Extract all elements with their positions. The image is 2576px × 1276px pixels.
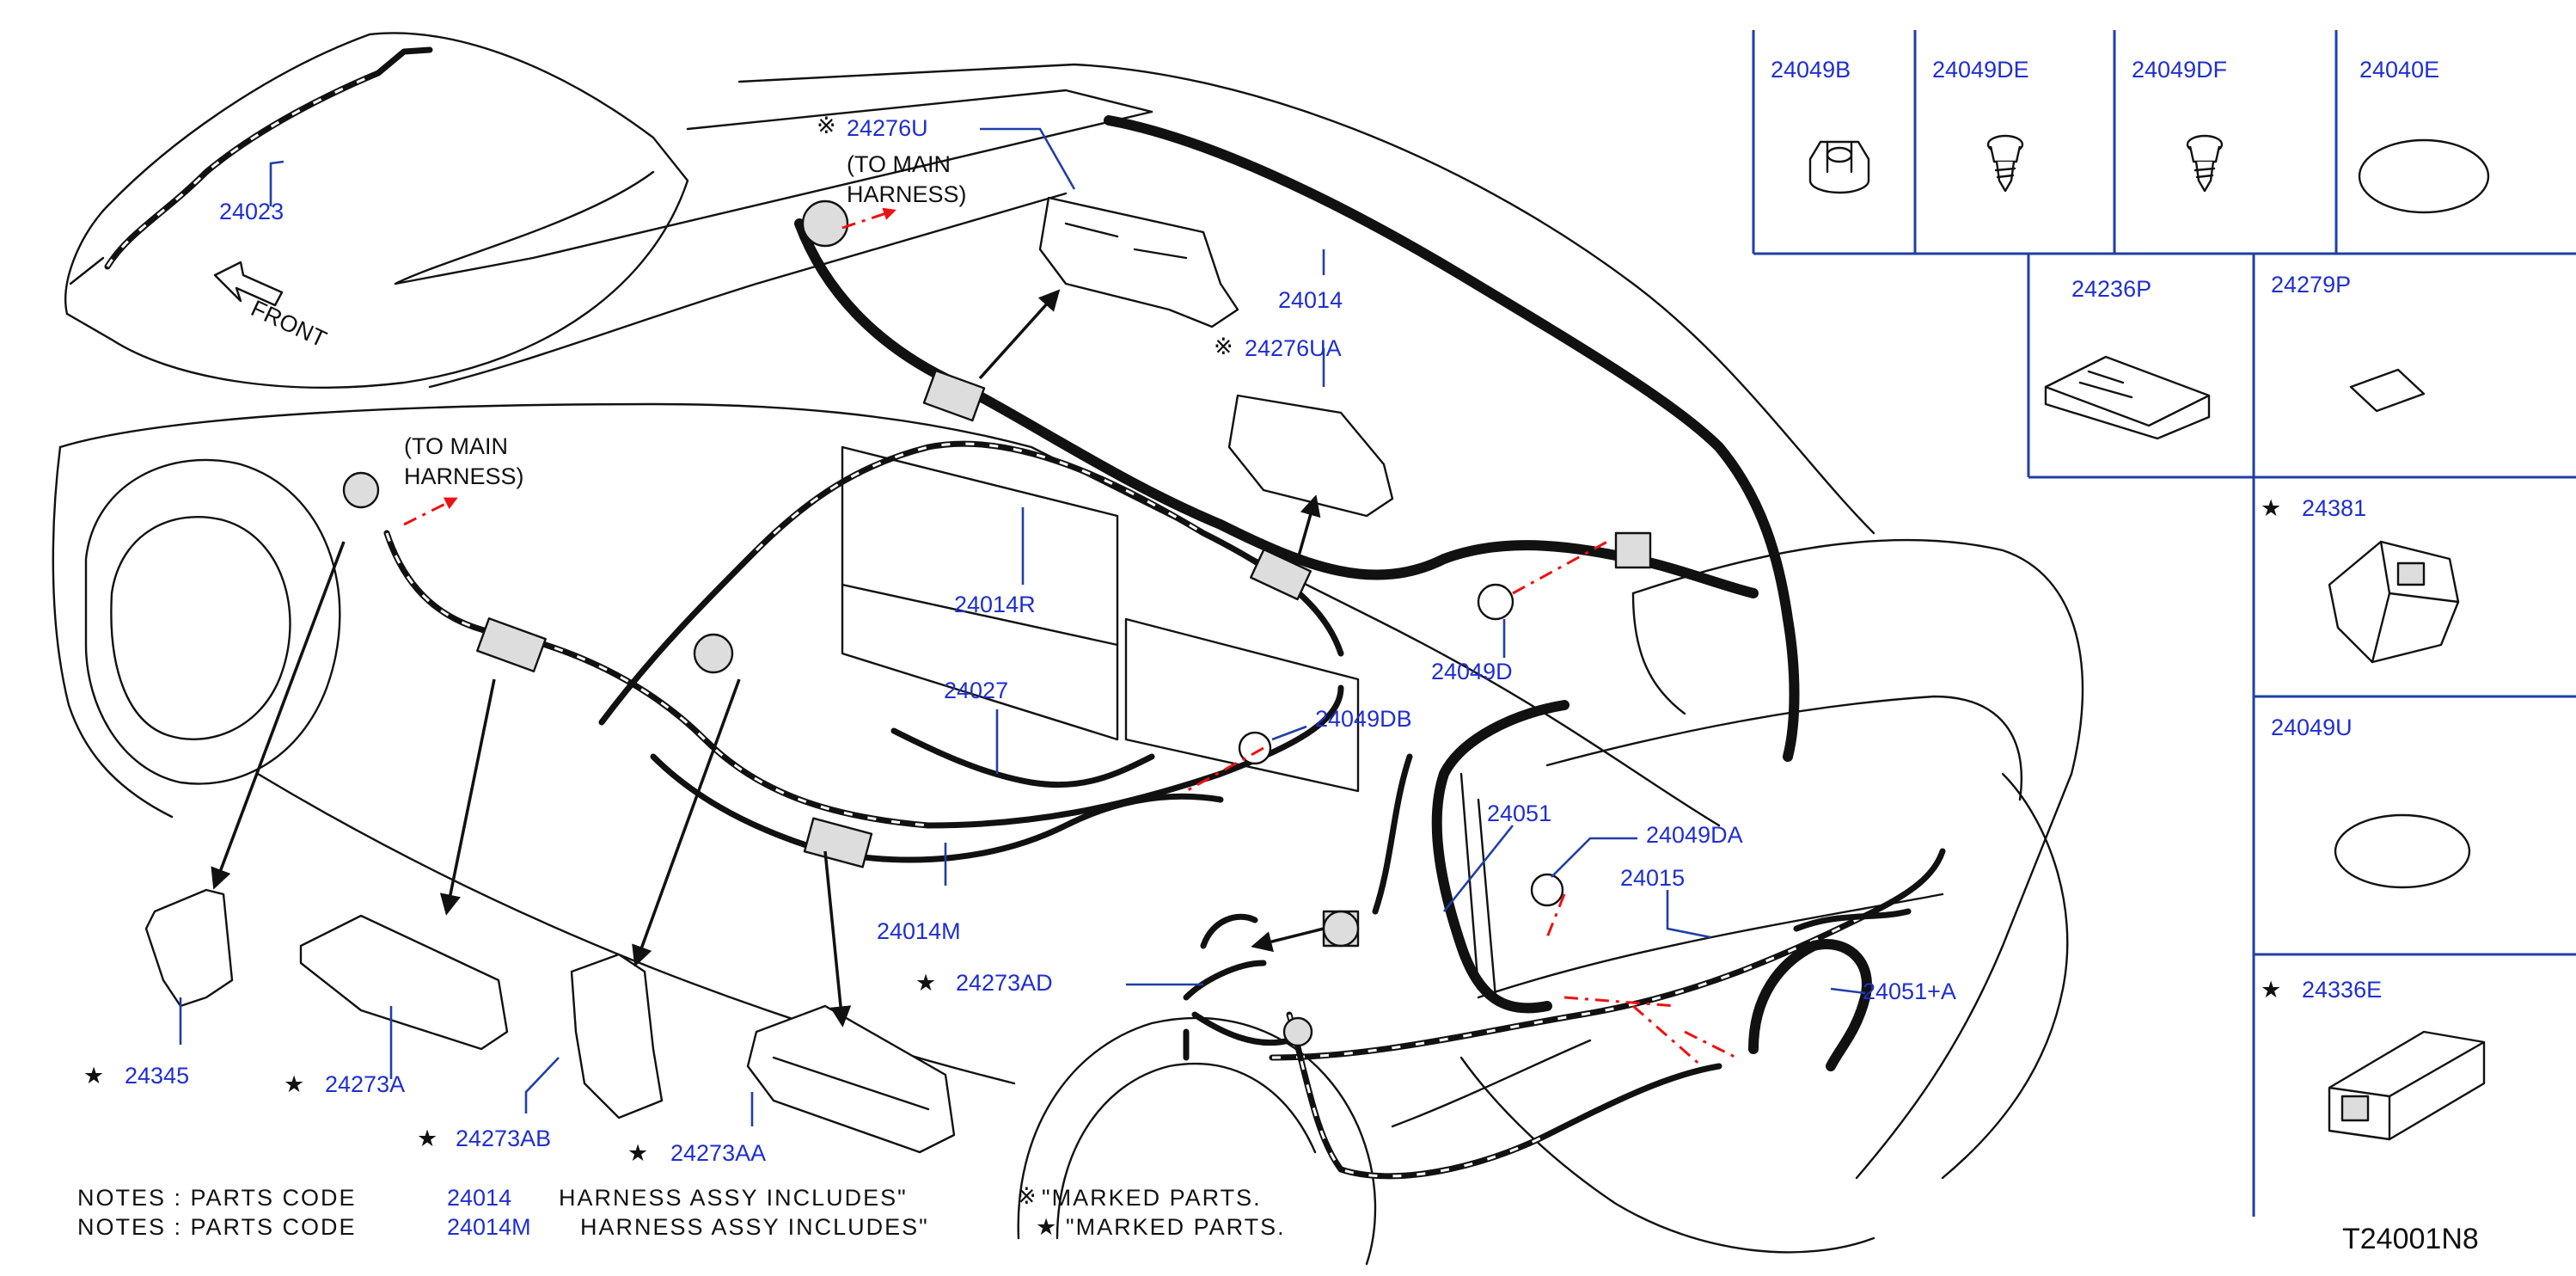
note-mark-24276u: ※ xyxy=(817,113,836,138)
note-line-2-star-symbol: ★ xyxy=(1036,1214,1056,1240)
connector-icon xyxy=(2328,1030,2486,1141)
note-line-2-suffix: HARNESS ASSY INCLUDES" xyxy=(580,1214,929,1240)
grid-label-24336e: 24336E xyxy=(2302,977,2382,1003)
star-24273a: ★ xyxy=(284,1071,304,1097)
grid-label-24236p: 24236P xyxy=(2071,276,2151,302)
to-main-harness-1-line1: (TO MAIN xyxy=(847,151,951,177)
arrows xyxy=(211,207,1737,1068)
tape-icon xyxy=(2349,368,2426,413)
fastener-grid: 24049B 24049DE 24049DF 24040E 24236P 242… xyxy=(1752,30,2576,1217)
label-24051: 24051 xyxy=(1487,801,1551,826)
label-24049d: 24049D xyxy=(1431,659,1513,684)
ring-seal-icon xyxy=(2334,813,2471,889)
leader-lines xyxy=(179,127,1866,1126)
label-24273ab: 24273AB xyxy=(456,1126,551,1151)
star-24273aa: ★ xyxy=(627,1140,648,1166)
label-24049db: 24049DB xyxy=(1315,706,1412,732)
grid-label-24049u: 24049U xyxy=(2271,715,2353,740)
note-line-1-mark: "MARKED PARTS. xyxy=(1042,1185,1262,1211)
grid-label-24381: 24381 xyxy=(2302,495,2366,521)
label-24014: 24014 xyxy=(1278,287,1343,313)
grid-label-24049df: 24049DF xyxy=(2132,57,2227,83)
label-24276u: 24276U xyxy=(847,115,928,141)
grid-label-24049b: 24049B xyxy=(1771,57,1851,83)
grid-star-24336e: ★ xyxy=(2261,977,2281,1003)
star-24345: ★ xyxy=(83,1063,104,1089)
label-24273aa: 24273AA xyxy=(670,1140,766,1166)
label-24273ad: 24273AD xyxy=(956,970,1053,996)
diagram-code: T24001N8 xyxy=(2342,1223,2479,1255)
note-line-2-code: 24014M xyxy=(447,1214,531,1240)
note-line-1-prefix: NOTES : PARTS CODE xyxy=(77,1185,357,1211)
note-line-2-prefix: NOTES : PARTS CODE xyxy=(77,1214,357,1240)
label-24051a: 24051+A xyxy=(1863,978,1956,1004)
label-24273a: 24273A xyxy=(325,1071,405,1097)
grid-label-24040e: 24040E xyxy=(2359,57,2439,83)
wire-harnesses xyxy=(104,46,1946,1180)
grid-star-24381: ★ xyxy=(2261,495,2281,521)
relay-block-icon xyxy=(2328,540,2460,664)
screw-icon xyxy=(1986,134,2024,193)
note-line-1-code: 24014 xyxy=(447,1185,511,1211)
to-main-harness-2-line1: (TO MAIN xyxy=(404,433,508,459)
label-24276ua: 24276UA xyxy=(1245,335,1342,361)
star-24273ab: ★ xyxy=(417,1126,437,1151)
screw-icon xyxy=(2186,134,2224,193)
note-mark-24276ua: ※ xyxy=(1214,334,1233,359)
label-24049da: 24049DA xyxy=(1646,822,1743,848)
note-line-1-mark-symbol: ※ xyxy=(1017,1183,1037,1209)
star-24273ad: ★ xyxy=(915,970,936,996)
nut-icon xyxy=(1808,140,1870,194)
notes: NOTES : PARTS CODE 24014 HARNESS ASSY IN… xyxy=(77,1183,1286,1240)
label-24014r: 24014R xyxy=(954,592,1036,617)
grid-label-24279p: 24279P xyxy=(2271,272,2351,298)
note-line-1-suffix: HARNESS ASSY INCLUDES" xyxy=(559,1185,908,1211)
front-direction-label: FRONT xyxy=(247,295,330,352)
to-main-harness-2-line2: HARNESS) xyxy=(404,463,524,489)
label-24023: 24023 xyxy=(219,199,284,224)
label-24014m: 24014M xyxy=(877,918,961,944)
modules xyxy=(144,196,1564,1154)
part-labels: 24023 ※ 24276U 24014 ※ 24276UA 24014R 24… xyxy=(83,113,1956,1166)
label-24015: 24015 xyxy=(1620,865,1685,891)
to-main-harness-1-line2: HARNESS) xyxy=(847,181,967,207)
ring-seal-icon xyxy=(2358,138,2490,214)
grid-label-24049de: 24049DE xyxy=(1932,57,2029,83)
clip-icon xyxy=(2044,355,2211,440)
label-24345: 24345 xyxy=(125,1063,189,1089)
note-line-2-mark: "MARKED PARTS. xyxy=(1066,1214,1286,1240)
label-24027: 24027 xyxy=(944,678,1008,703)
